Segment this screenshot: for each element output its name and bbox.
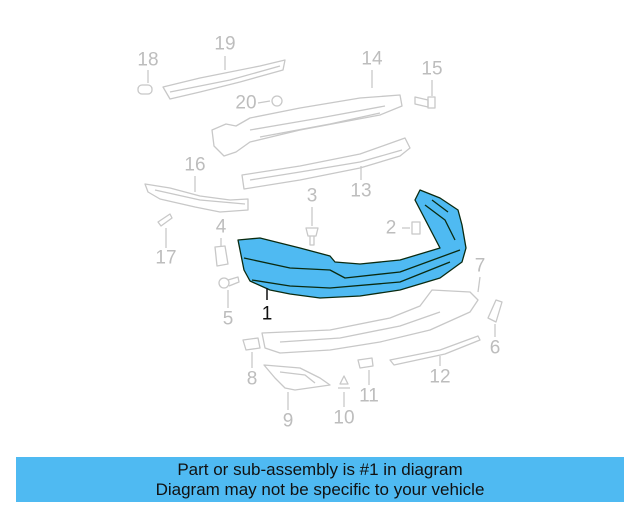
part-5-bolt-shape <box>218 276 240 289</box>
part-16-side-bracket-shape <box>144 183 249 213</box>
part-3-clip-shape <box>305 227 319 246</box>
part-19-bracket-shape <box>162 59 286 100</box>
callout-18: 18 <box>137 49 159 71</box>
callout-19: 19 <box>214 33 236 55</box>
callout-16: 16 <box>184 154 206 176</box>
callout-14: 14 <box>361 48 383 70</box>
callout-6: 6 <box>489 337 501 359</box>
callout-2: 2 <box>385 217 397 239</box>
part-6-bracket-shape <box>487 299 503 323</box>
part-17-screw-shape <box>157 213 173 227</box>
part-1-bumper-cover-shape <box>237 189 467 299</box>
part-4-clip-shape <box>214 245 229 267</box>
callout-1: 1 <box>261 303 273 325</box>
part-18-cap-shape <box>137 84 153 95</box>
callout-5: 5 <box>222 308 234 330</box>
callout-12: 12 <box>429 366 451 388</box>
callout-15: 15 <box>421 58 443 80</box>
callout-9: 9 <box>282 410 294 432</box>
callout-20: 20 <box>235 92 257 114</box>
callout-3: 3 <box>306 185 318 207</box>
part-12-molding-shape <box>389 335 481 366</box>
part-2-retainer-shape <box>411 221 421 235</box>
callout-7: 7 <box>474 255 486 277</box>
part-13-absorber-shape <box>241 137 411 190</box>
part-7-valance-shape <box>261 289 479 354</box>
parts-diagram <box>137 56 503 410</box>
callout-8: 8 <box>246 368 258 390</box>
callout-10: 10 <box>333 407 355 429</box>
banner-line-2: Diagram may not be specific to your vehi… <box>155 479 485 499</box>
callout-13: 13 <box>350 180 372 202</box>
part-10-pin-shape <box>338 375 350 389</box>
part-9-cover-shape <box>263 364 331 391</box>
banner-line-1: Part or sub-assembly is #1 in diagram <box>177 459 463 479</box>
callout-17: 17 <box>155 247 177 269</box>
part-8-clip-shape <box>242 337 261 351</box>
callout-11: 11 <box>359 385 379 407</box>
callout-4: 4 <box>215 216 227 238</box>
part-14-impact-bar-shape <box>211 94 403 157</box>
part-20-nut-shape <box>271 95 283 107</box>
info-banner: Part or sub-assembly is #1 in diagram Di… <box>16 457 624 502</box>
part-15-bolt-shape <box>414 96 436 109</box>
part-11-clip-shape <box>357 357 374 369</box>
